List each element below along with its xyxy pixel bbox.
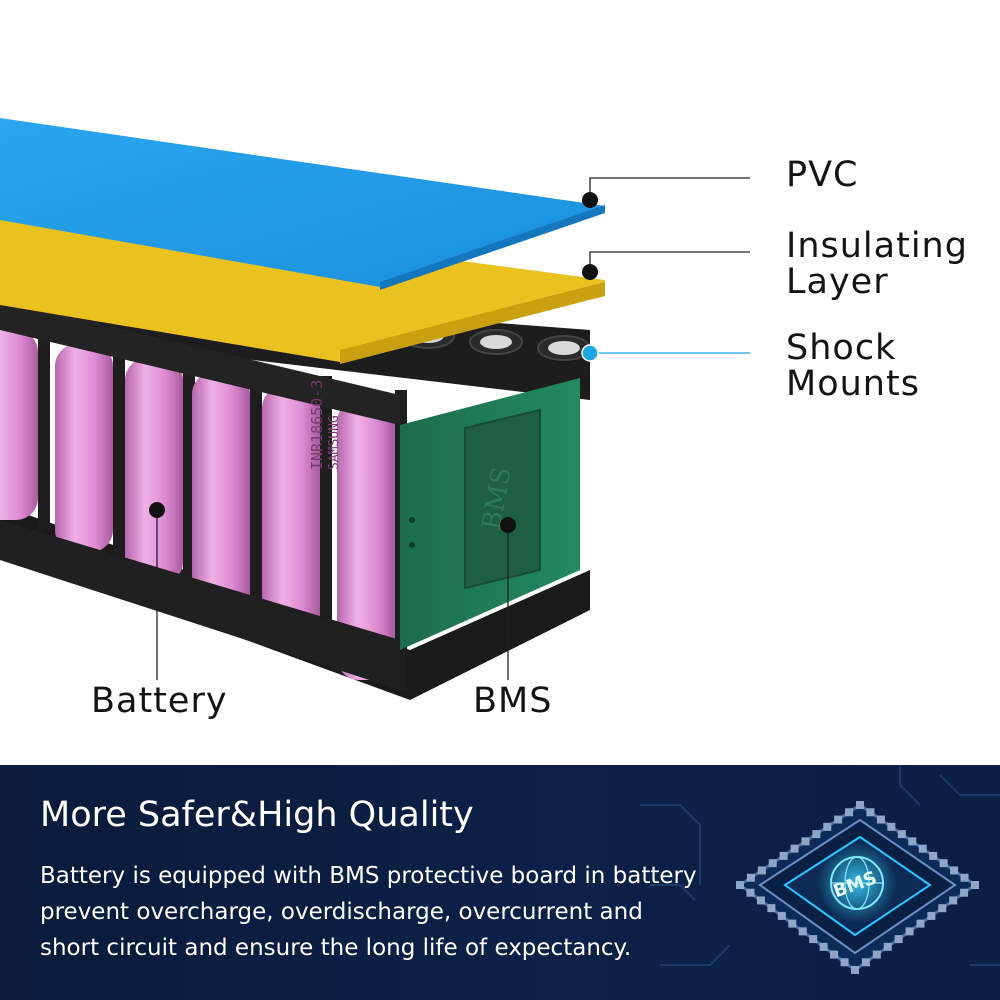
chip-pin xyxy=(938,904,947,913)
chip-pin xyxy=(916,919,925,928)
chip-pin xyxy=(790,844,799,853)
battery-label-text: Battery xyxy=(91,681,228,721)
battery-cells xyxy=(0,320,407,690)
chip-pin xyxy=(812,830,821,839)
chip-pin xyxy=(866,808,875,817)
battery-cell xyxy=(125,348,195,594)
bms-marker xyxy=(500,517,516,533)
chip-pin xyxy=(823,822,832,831)
battery-pack-illustration: BMS INR18650-3 SAMSUNG xyxy=(0,118,750,700)
feature-banner: BMS More Safer&High Quality Battery is e… xyxy=(0,765,1000,1000)
banner-description-line: short circuit and ensure the long life o… xyxy=(40,935,632,961)
chip-pin xyxy=(834,815,843,824)
battery-pack-diagram: BMS INR18650-3 SAMSUNG xyxy=(0,118,968,719)
chip-pin xyxy=(960,873,969,882)
cell-cap-terminal xyxy=(480,335,512,349)
cell-marking-model: INR18650-3 xyxy=(308,380,326,470)
chip-pin xyxy=(927,911,936,920)
chip-pin xyxy=(929,851,938,860)
insulating-layer-label: Insulating Layer xyxy=(786,228,968,300)
bms-label: BMS xyxy=(473,683,552,719)
chip-pin xyxy=(746,873,755,882)
chip-pin xyxy=(788,919,797,928)
pvc-layer xyxy=(0,118,605,290)
chip-pin xyxy=(949,896,958,905)
cell-marking-brand: SAMSUNG xyxy=(327,415,342,470)
chip-pin xyxy=(777,911,786,920)
bms-label-text: BMS xyxy=(473,681,553,721)
chip-pin xyxy=(768,859,777,868)
pvc-label: PVC xyxy=(786,157,859,193)
chip-pin xyxy=(950,866,959,875)
chip-pin xyxy=(830,950,839,959)
chip-pin xyxy=(887,822,896,831)
insulating-label-line2: Layer xyxy=(786,262,889,302)
chip-pin xyxy=(856,801,864,809)
pvc-label-text: PVC xyxy=(786,155,859,195)
callout-lines xyxy=(149,177,750,680)
chip-pin xyxy=(883,942,892,951)
chip-pin xyxy=(908,837,917,846)
bms-chip-graphic: BMS xyxy=(640,765,1000,974)
shock-mounts-marker xyxy=(581,344,599,362)
chip-pin xyxy=(939,859,948,868)
chip-pin xyxy=(851,966,859,974)
chip-pin xyxy=(798,927,807,936)
holder-front-rail xyxy=(0,300,400,690)
banner-description-line: Battery is equipped with BMS protective … xyxy=(40,863,697,889)
shock-label-line2: Mounts xyxy=(786,364,920,404)
banner-description: Battery is equipped with BMS protective … xyxy=(40,858,740,966)
cell-cap-terminal xyxy=(548,341,580,355)
battery-marker xyxy=(149,502,165,518)
battery-cell xyxy=(55,334,125,562)
holder-bottom xyxy=(0,505,590,700)
chip-pin xyxy=(736,881,744,889)
banner-description-line: prevent overcharge, overdischarge, overc… xyxy=(40,899,643,925)
chip-pin xyxy=(894,935,903,944)
battery-cell xyxy=(192,362,262,626)
shock-label-line1: Shock xyxy=(786,328,897,368)
battery-cell xyxy=(0,320,50,530)
chip-pin xyxy=(840,958,849,967)
chip-pin xyxy=(861,958,870,967)
chip-pin xyxy=(897,830,906,839)
chip-pin xyxy=(757,866,766,875)
chip-pin xyxy=(801,837,810,846)
chip-pin xyxy=(767,904,776,913)
chip-pin xyxy=(872,950,881,959)
chip-pin xyxy=(905,927,914,936)
chip-pin xyxy=(779,851,788,860)
insulating-marker xyxy=(582,264,598,280)
chip-pin xyxy=(845,808,854,817)
chip-pin xyxy=(960,888,969,897)
bms-board: BMS xyxy=(400,378,580,650)
pvc-marker xyxy=(582,192,598,208)
chip-pin xyxy=(809,935,818,944)
battery-cell xyxy=(262,376,332,658)
chip-pin xyxy=(876,815,885,824)
banner-title: More Safer&High Quality xyxy=(40,795,474,835)
chip-pin xyxy=(756,896,765,905)
chip-pin xyxy=(819,942,828,951)
chip-pin xyxy=(746,888,755,897)
chip-pin xyxy=(918,844,927,853)
chip-pin xyxy=(971,881,979,889)
battery-label: Battery xyxy=(91,683,228,719)
insulating-label-line1: Insulating xyxy=(786,226,968,266)
shock-mounts-label: Shock Mounts xyxy=(786,330,920,402)
